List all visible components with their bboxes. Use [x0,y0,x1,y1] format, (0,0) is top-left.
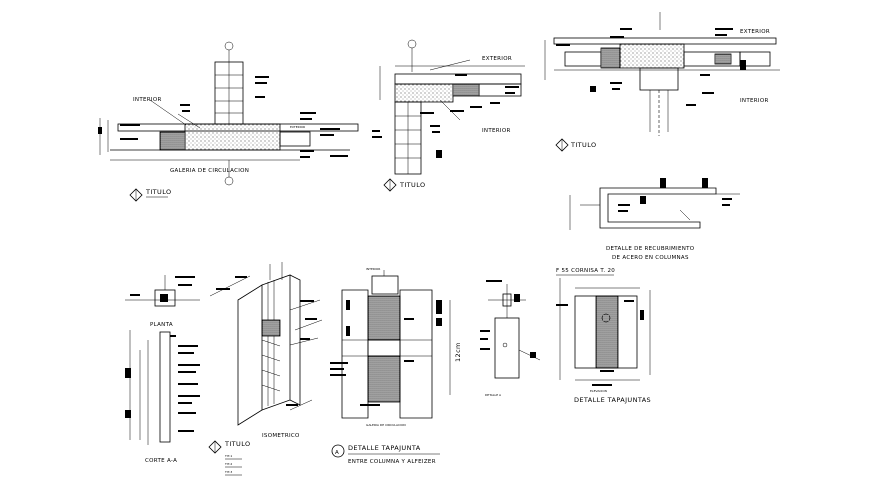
plan-section-title-marker [208,440,222,454]
detail-3-exterior-label: EXTERIOR [740,29,770,35]
detail-2-exterior-label: EXTERIOR [482,56,512,62]
detail-3-title-marker [555,138,569,152]
tapajunta-circulation-label: GALERIA DE CIRCULACION [366,423,406,427]
detail-2-interior-label: INTERIOR [482,128,511,134]
detail-1-column-wall [98,41,359,186]
coating-detail-drawing [569,178,740,230]
tapajunta-section-marker [331,444,345,458]
plan-section-title: TITULO [224,440,251,448]
section-drawing [125,330,200,445]
plan-section-ref-1: TIT-1 [224,454,232,458]
plan-section-ref-3: TIT-3 [224,470,232,474]
elevation-title: DETALLE TAPAJUNTAS [574,396,651,404]
tapajunta-subtitle: ENTRE COLUMNA Y ALFEIZER [348,459,436,465]
detail-2-corner-wall [372,39,525,175]
elevation-label: ELEVACION [590,389,607,393]
tapajunta-drawing [330,270,451,419]
coating-detail-title-2: DE ACERO EN COLUMNAS [612,255,689,261]
small-detail-label: DETALLE A [485,393,502,397]
elevation-drawing [556,278,651,386]
elevation-top-label: F 55 CORNISA T. 20 [556,268,615,274]
coating-detail-title-1: DETALLE DE RECUBRIMIENTO [606,246,695,252]
isometric-label: ISOMETRICO [262,433,300,439]
tapajunta-dimension: 12cm [454,342,462,362]
detail-3-interior-label: INTERIOR [740,98,769,104]
detail-3-column-wall [544,12,780,136]
small-detail-drawing [480,280,541,379]
isometric-drawing [209,262,323,426]
tapajunta-marker-letter: A [335,450,339,456]
tapajunta-interior-label: INTERIOR [366,267,380,271]
plan-label: PLANTA [150,322,173,328]
detail-1-circulation-label: GALERIA DE CIRCULACION [170,168,249,174]
detail-3-title: TITULO [570,141,597,149]
detail-1-exterior-label: EXTERIOR [290,125,305,129]
detail-1-title-marker [129,188,143,202]
detail-2-title: TITULO [399,181,426,189]
plan-drawing [125,275,200,307]
section-label: CORTE A-A [145,458,177,464]
detail-2-title-marker [383,178,397,192]
detail-1-title: TITULO [145,188,172,196]
tapajunta-title: DETALLE TAPAJUNTA [348,444,421,452]
plan-section-ref-2: TIT-2 [224,462,232,466]
detail-1-interior-label: INTERIOR [133,97,162,103]
